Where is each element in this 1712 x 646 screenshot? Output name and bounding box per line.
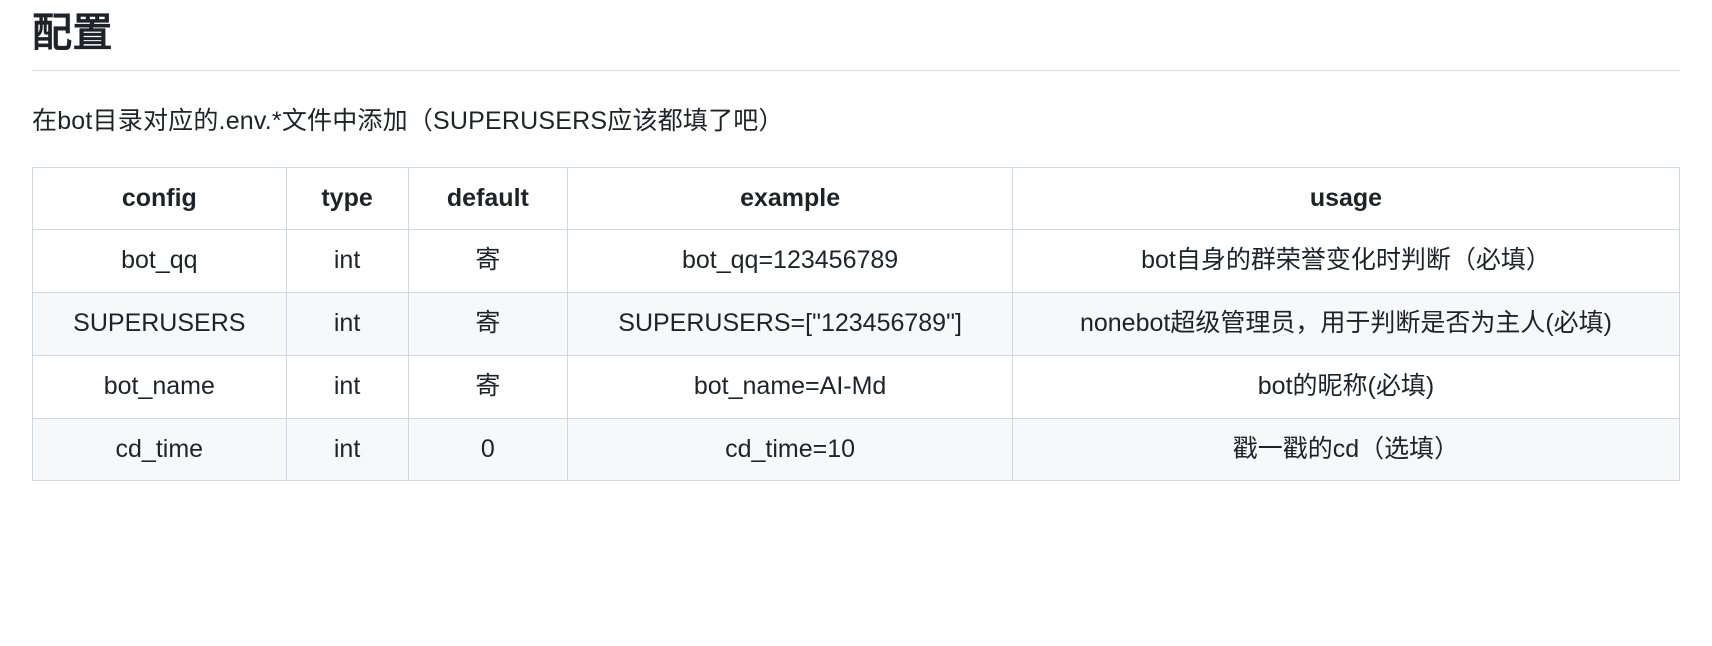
table-header-row: config type default example usage — [32, 166, 1681, 231]
table-row: cd_time int 0 cd_time=10 戳一戳的cd（选填） — [32, 417, 1681, 482]
cell-config: SUPERUSERS — [32, 292, 287, 356]
table-row: SUPERUSERS int 寄 SUPERUSERS=["123456789"… — [32, 292, 1681, 356]
column-header-default: default — [407, 166, 569, 231]
table-body: bot_qq int 寄 bot_qq=123456789 bot自身的群荣誉变… — [32, 229, 1681, 482]
cell-type: int — [285, 292, 409, 356]
intro-paragraph: 在bot目录对应的.env.*文件中添加（SUPERUSERS应该都填了吧） — [32, 107, 784, 135]
cell-config: cd_time — [32, 417, 287, 482]
cell-config: bot_qq — [32, 229, 287, 293]
column-header-config: config — [32, 166, 287, 231]
page-title: 配置 — [32, 0, 1680, 71]
cell-usage: bot的昵称(必填) — [1011, 354, 1681, 419]
document-body: 配置 在bot目录对应的.env.*文件中添加（SUPERUSERS应该都填了吧… — [32, 0, 1681, 482]
column-header-usage: usage — [1011, 166, 1681, 231]
cell-type: int — [285, 417, 409, 482]
table-header: config type default example usage — [32, 166, 1681, 231]
cell-example: cd_time=10 — [567, 417, 1013, 482]
cell-default: 寄 — [407, 292, 569, 356]
cell-default: 寄 — [407, 354, 569, 419]
config-table: config type default example usage bot_qq… — [32, 166, 1681, 482]
table-row: bot_name int 寄 bot_name=AI-Md bot的昵称(必填) — [32, 354, 1681, 419]
cell-config: bot_name — [32, 354, 287, 419]
cell-example: bot_name=AI-Md — [567, 354, 1013, 419]
cell-default: 0 — [407, 417, 569, 482]
column-header-example: example — [567, 166, 1013, 231]
cell-usage: nonebot超级管理员，用于判断是否为主人(必填) — [1011, 292, 1681, 356]
column-header-type: type — [285, 166, 409, 231]
table-row: bot_qq int 寄 bot_qq=123456789 bot自身的群荣誉变… — [32, 229, 1681, 293]
cell-example: SUPERUSERS=["123456789"] — [567, 292, 1013, 356]
cell-default: 寄 — [407, 229, 569, 293]
cell-usage: bot自身的群荣誉变化时判断（必填） — [1011, 229, 1681, 293]
cell-type: int — [285, 229, 409, 293]
cell-type: int — [285, 354, 409, 419]
cell-usage: 戳一戳的cd（选填） — [1011, 417, 1681, 482]
cell-example: bot_qq=123456789 — [567, 229, 1013, 293]
